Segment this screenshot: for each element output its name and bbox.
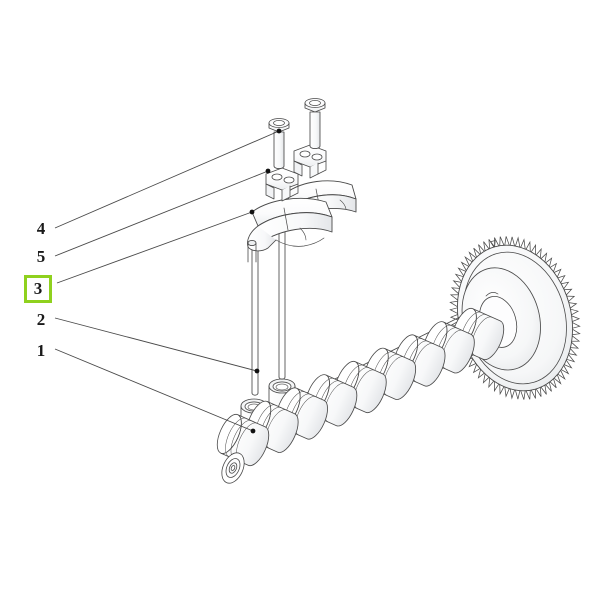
camshaft-lobes [216, 307, 505, 484]
callout-label-1[interactable]: 1 [36, 341, 46, 360]
callout-label-5[interactable]: 5 [36, 247, 46, 266]
camshaft-nose [221, 452, 245, 484]
callout-label-2[interactable]: 2 [36, 310, 46, 329]
rocker-arm-front [247, 197, 333, 252]
rocker-brackets [265, 144, 327, 202]
gear-tooth-ring [449, 236, 581, 400]
bolt-left [268, 118, 290, 169]
push-rod-right [278, 226, 286, 380]
bracket-left [265, 167, 299, 202]
callout-label-4[interactable]: 4 [36, 219, 46, 238]
bolt-right [304, 98, 326, 149]
flange-bolts [268, 98, 326, 169]
callout-label-3[interactable]: 3 [24, 275, 52, 303]
bracket-right [293, 144, 327, 179]
valve-pin [247, 239, 257, 263]
rocker-arms [247, 180, 357, 252]
callout-leader-lines [54, 128, 282, 434]
